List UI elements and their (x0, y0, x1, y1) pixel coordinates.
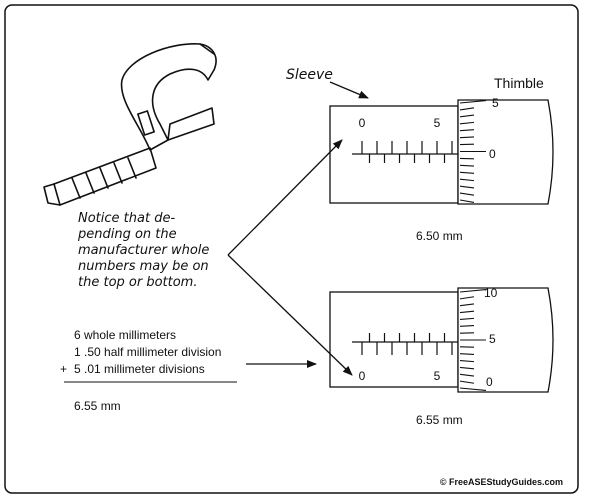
thimble-label-0-top: 0 (489, 147, 496, 161)
thimble-tick (459, 296, 475, 300)
thimble-tick (459, 373, 475, 377)
thimble-label: Thimble (494, 75, 544, 91)
thimble-tick (459, 387, 487, 391)
thimble-tick (459, 325, 475, 327)
thimble-tick (459, 185, 475, 189)
thimble-tick (459, 289, 487, 293)
note-arrow-up (227, 139, 343, 256)
thimble-tick (459, 366, 475, 370)
thimble-tick (459, 114, 475, 118)
note-line: the top or bottom. (78, 275, 197, 290)
calculation: 6 whole millimeters 1 .50 half millimete… (60, 328, 237, 413)
thimble-tick (459, 164, 475, 167)
calc-line-half: 1 .50 half millimeter division (74, 345, 221, 359)
copyright-text: © FreeASEStudyGuides.com (440, 477, 563, 487)
thimble-label-10-bottom: 10 (484, 286, 498, 300)
calc-line-hundredths: 5 .01 millimeter divisions (74, 362, 205, 376)
thimble-tick (459, 310, 475, 314)
micrometer-illustration (43, 43, 217, 206)
reading-bottom: 6.55 mm (416, 413, 463, 427)
thimble-tick (459, 171, 475, 174)
note-line: pending on the (77, 227, 177, 242)
note-line: manufacturer whole (78, 243, 209, 258)
thimble-tick (459, 178, 475, 182)
micrometer-scale-top: 0 5 5 0 (329, 96, 554, 205)
sleeve-label-0-top: 0 (359, 116, 366, 130)
thimble-tick (459, 100, 487, 104)
sleeve-scale-bottom (352, 333, 458, 355)
note-arrow-down (227, 254, 353, 376)
thimble-tick (459, 303, 475, 307)
thimble-tick (459, 199, 475, 203)
thimble-body-bottom (457, 287, 554, 393)
thimble-tick (459, 353, 475, 355)
thimble-body-top (457, 99, 554, 205)
thimble-tick (459, 380, 475, 384)
sleeve-label-0-bottom: 0 (359, 369, 366, 383)
micrometer-scale-bottom: 0 5 10 5 0 (329, 286, 554, 393)
calc-plus-sign: + (60, 362, 67, 376)
thimble-tick (459, 107, 475, 111)
thimble-tick (459, 360, 475, 363)
thimble-scale-bottom (459, 289, 487, 391)
sleeve-label: Sleeve (286, 67, 333, 83)
thimble-label-5-top: 5 (492, 96, 499, 110)
sleeve-label-5-top: 5 (434, 116, 441, 130)
sleeve-arrow (329, 81, 369, 99)
sleeve-label-5-bottom: 5 (434, 369, 441, 383)
thimble-tick (459, 317, 475, 320)
thimble-label-0-bottom: 0 (486, 375, 493, 389)
sleeve-scale-top (352, 141, 458, 163)
calc-total: 6.55 mm (74, 399, 121, 413)
calc-line-whole: 6 whole millimeters (74, 328, 176, 342)
thimble-label-5-bottom: 5 (489, 332, 496, 346)
thimble-scale-top (459, 100, 487, 203)
note-text: Notice that de- pending on the manufactu… (77, 211, 209, 290)
reading-top: 6.50 mm (416, 229, 463, 243)
note-line: Notice that de- (78, 211, 175, 226)
thimble-tick (459, 121, 475, 125)
thimble-tick (459, 136, 475, 139)
note-line: numbers may be on (78, 259, 209, 274)
thimble-tick (459, 129, 475, 132)
thimble-tick (459, 192, 475, 196)
